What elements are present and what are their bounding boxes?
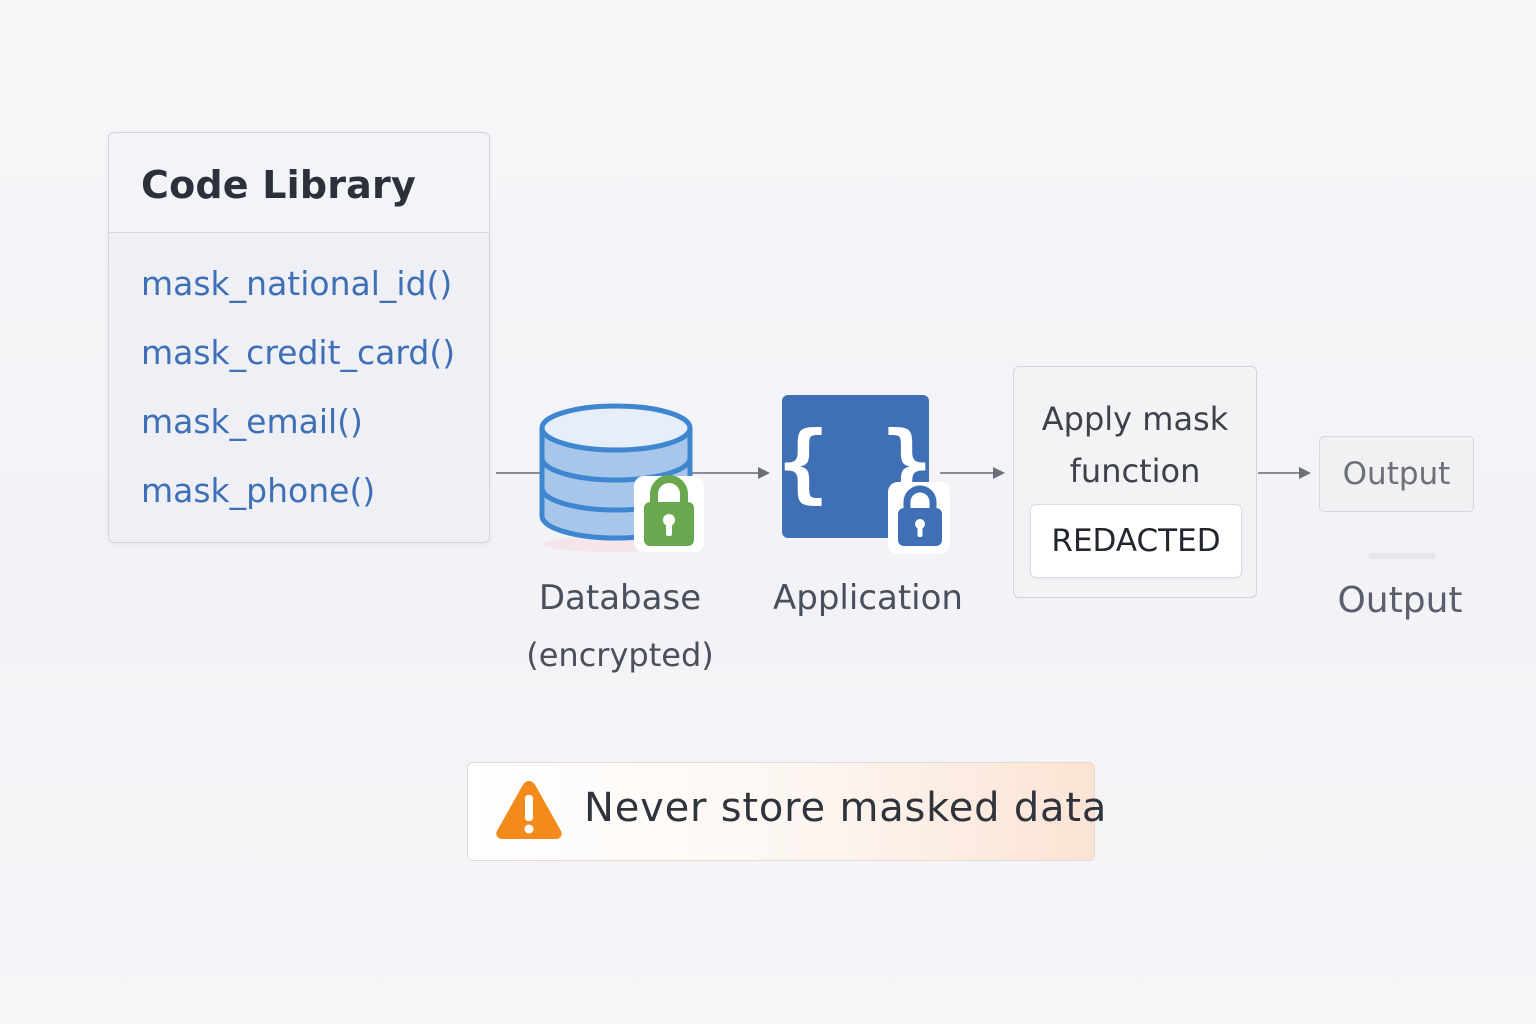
- code-library-header: Code Library: [109, 133, 489, 233]
- function-item-mask-email[interactable]: mask_email(): [141, 402, 363, 441]
- warning-banner: Never store masked data: [467, 762, 1106, 861]
- database-sublabel: (encrypted): [526, 636, 714, 674]
- redacted-result: REDACTED: [1030, 504, 1242, 578]
- output-label: Output: [1337, 580, 1463, 621]
- warning-triangle-icon: [496, 781, 562, 839]
- mask-function-box: Apply mask function REDACTED: [1013, 366, 1257, 598]
- database-label: Database: [538, 578, 702, 618]
- function-item-mask-phone[interactable]: mask_phone(): [141, 471, 376, 510]
- database-icon: [539, 403, 704, 552]
- warning-text: Never store masked data: [584, 785, 1108, 831]
- application-label: Application: [773, 578, 963, 618]
- function-item-mask-national-id[interactable]: mask_national_id(): [141, 264, 453, 303]
- application-lock-icon: [888, 482, 950, 554]
- function-item-mask-credit-card[interactable]: mask_credit_card(): [141, 333, 456, 372]
- code-library-title: Code Library: [141, 163, 416, 207]
- code-library-panel: Code Library mask_national_id() mask_cre…: [108, 132, 490, 543]
- mask-function-title: Apply mask function: [1041, 400, 1229, 490]
- function-list: mask_national_id() mask_credit_card() ma…: [141, 261, 455, 537]
- code-braces-icon: { }: [780, 395, 950, 554]
- database-lock-icon: [634, 475, 704, 552]
- output-box: Output: [1319, 436, 1474, 512]
- output-divider: [1368, 553, 1436, 559]
